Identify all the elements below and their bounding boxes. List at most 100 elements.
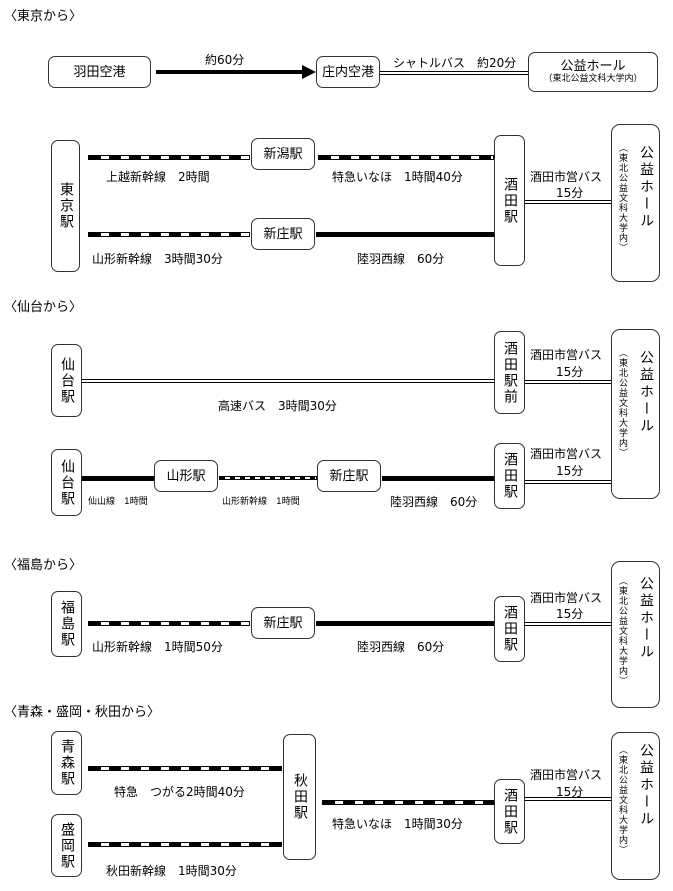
hall-box-sendai: 公益ホール （東北公益文科大学内） [611, 329, 660, 499]
sakata-label-tokyo: 酒田駅 [502, 176, 518, 225]
section-heading-sendai: 〈仙台から〉 [4, 300, 83, 315]
yamagata-shinkansen-line-sendai [219, 476, 317, 480]
sakata-label-sendai: 酒田駅 [502, 452, 518, 500]
yamagata-shinkansen-label-sendai: 山形新幹線 1時間 [222, 497, 300, 507]
rikuu-label-sendai: 陸羽西線 60分 [390, 495, 478, 509]
inaho-label-tokyo: 特急いなほ 1時間40分 [332, 170, 463, 184]
city-bus-label-aomori: 酒田市営バス [530, 768, 603, 782]
flight-time-label: 約60分 [205, 53, 245, 67]
city-bus-line-fukushima [525, 622, 611, 626]
station-sakata-aomori: 酒田駅 [494, 779, 525, 844]
hall-subtitle: （東北公益文科大学内） [617, 576, 627, 686]
sendai-label: 仙台駅 [59, 356, 75, 405]
arrow-right-icon [302, 65, 316, 79]
morioka-label: 盛岡駅 [59, 821, 75, 870]
station-sendai-rail: 仙台駅 [51, 449, 82, 516]
inaho-label-akita: 特急いなほ 1時間30分 [332, 817, 463, 831]
rikuu-line-sendai [382, 476, 494, 481]
city-bus-label-sendai-2: 酒田市営バス [530, 447, 603, 461]
rikuu-label-fukushima: 陸羽西線 60分 [357, 640, 445, 654]
city-bus-time-aomori: 15分 [556, 785, 584, 799]
rikuu-line-fukushima [316, 621, 494, 626]
niigata-label: 新潟駅 [263, 146, 303, 162]
station-shinjo-tokyo: 新庄駅 [251, 218, 315, 250]
senzan-line [82, 476, 154, 481]
station-yamagata: 山形駅 [154, 460, 218, 492]
shinjo-label-fukushima: 新庄駅 [263, 615, 303, 631]
sakata-label-aomori: 酒田駅 [502, 787, 518, 836]
city-bus-time-sendai-1: 15分 [556, 365, 584, 379]
city-bus-line-tokyo [525, 200, 611, 204]
shinjo-label-sendai: 新庄駅 [329, 468, 369, 484]
city-bus-time-tokyo: 15分 [556, 186, 584, 200]
joetsu-label: 上越新幹線 2時間 [106, 170, 210, 184]
station-sakata-sendai: 酒田駅 [494, 443, 525, 509]
station-sakata-tokyo: 酒田駅 [494, 135, 525, 266]
city-bus-line-aomori [525, 797, 611, 801]
hall-subtitle: （東北公益文科大学内） [617, 745, 627, 855]
hall-box-fukushima: 公益ホール （東北公益文科大学内） [611, 561, 660, 708]
station-shinjo-sendai: 新庄駅 [317, 460, 381, 492]
hall-title: 公益ホール [638, 350, 654, 435]
station-sakata-mae: 酒田駅前 [494, 331, 525, 414]
station-sakata-fukushima: 酒田駅 [494, 596, 525, 662]
station-aomori: 青森駅 [51, 731, 82, 795]
yamagata-shinkansen-label-tokyo: 山形新幹線 3時間30分 [92, 252, 223, 266]
akita-shinkansen-label: 秋田新幹線 1時間30分 [106, 864, 237, 878]
station-tokyo: 東京駅 [51, 140, 80, 272]
station-sendai-bus: 仙台駅 [51, 344, 82, 417]
station-shonai-airport: 庄内空港 [316, 56, 380, 88]
tsugaru-label: 特急 つがる2時間40分 [114, 785, 245, 799]
section-heading-aomori: 〈青森・盛岡・秋田から〉 [4, 705, 161, 720]
station-akita: 秋田駅 [283, 734, 316, 860]
sakata-mae-label: 酒田駅前 [502, 340, 518, 405]
shinjo-label-tokyo: 新庄駅 [263, 226, 303, 242]
hall-subtitle: （東北公益文科大学内） [617, 143, 627, 253]
yamagata-shinkansen-label-fukushima: 山形新幹線 1時間50分 [92, 640, 223, 654]
sakata-label-fukushima: 酒田駅 [502, 605, 518, 653]
city-bus-label-fukushima: 酒田市営バス [530, 591, 603, 605]
hall-box-airport: 公益ホール （東北公益文科大学内） [528, 52, 658, 92]
station-morioka: 盛岡駅 [51, 814, 82, 877]
highway-bus-line [82, 379, 494, 383]
yamagata-label: 山形駅 [166, 468, 206, 484]
akita-label: 秋田駅 [292, 773, 308, 821]
shuttle-bus-label: シャトルバス 約20分 [393, 56, 517, 70]
shonai-label: 庄内空港 [321, 64, 374, 80]
station-haneda-airport: 羽田空港 [48, 56, 151, 88]
yamagata-shinkansen-line-fukushima [88, 621, 250, 626]
section-heading-fukushima: 〈福島から〉 [4, 558, 83, 573]
hall-title: 公益ホール [638, 743, 654, 828]
senzan-label: 仙山線 1時間 [88, 497, 148, 507]
hall-box-aomori: 公益ホール （東北公益文科大学内） [611, 732, 660, 880]
section-heading-tokyo: 〈東京から〉 [4, 9, 83, 24]
city-bus-line-sendai-1 [525, 380, 611, 384]
inaho-line-tokyo [318, 155, 494, 160]
city-bus-time-fukushima: 15分 [556, 607, 584, 621]
highway-bus-label: 高速バス 3時間30分 [218, 399, 337, 413]
hall-title: 公益ホール [638, 576, 654, 661]
station-niigata: 新潟駅 [251, 138, 315, 170]
joetsu-shinkansen-line [88, 155, 250, 160]
station-shinjo-fukushima: 新庄駅 [251, 607, 315, 639]
hall-title-horizontal: 公益ホール [560, 59, 626, 74]
city-bus-time-sendai-2: 15分 [556, 464, 584, 478]
hall-subtitle-horizontal: （東北公益文科大学内） [543, 74, 643, 84]
flight-route-line [156, 70, 306, 74]
city-bus-label-sendai-1: 酒田市営バス [530, 348, 603, 362]
sendai-rail-label: 仙台駅 [59, 458, 75, 507]
haneda-label: 羽田空港 [73, 64, 126, 80]
hall-subtitle: （東北公益文科大学内） [617, 348, 627, 458]
shuttle-bus-line [380, 71, 528, 75]
hall-box-tokyo: 公益ホール （東北公益文科大学内） [611, 124, 660, 282]
rikuu-line-tokyo [316, 232, 494, 237]
rikuu-label-tokyo: 陸羽西線 60分 [357, 252, 445, 266]
tokyo-station-label: 東京駅 [58, 182, 74, 230]
city-bus-label-tokyo: 酒田市営バス [530, 170, 603, 184]
station-fukushima: 福島駅 [51, 591, 82, 657]
tsugaru-line [88, 766, 282, 771]
city-bus-line-sendai-2 [525, 480, 611, 484]
akita-shinkansen-line [88, 842, 282, 847]
hall-title: 公益ホール [638, 145, 654, 230]
yamagata-shinkansen-line-tokyo [88, 232, 250, 237]
